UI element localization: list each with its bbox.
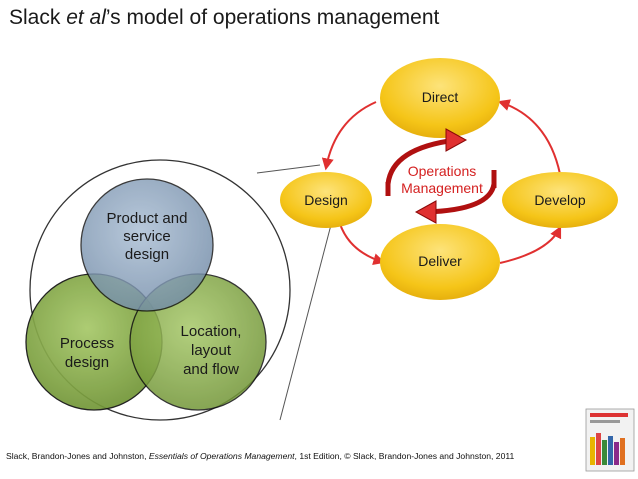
node-label-design: Design (304, 192, 348, 208)
center-arrow-top-head (445, 128, 468, 152)
connector-line-bottom (279, 220, 333, 421)
venn-enclosure (29, 159, 291, 421)
book-cover-image (585, 408, 635, 472)
arrow-deliver-to-develop (499, 225, 562, 264)
slide-title: Slack et al’s model of operations manage… (9, 6, 440, 29)
citation: Slack, Brandon-Jones and Johnston, Essen… (6, 451, 515, 461)
center-arrow-bottom-head (414, 200, 437, 224)
venn-label-product: Product and service design (106, 210, 188, 263)
node-design (280, 172, 372, 228)
venn-circle-product (80, 178, 214, 312)
node-label-direct: Direct (421, 89, 459, 105)
node-deliver (380, 224, 500, 300)
arrow-develop-to-direct (497, 99, 561, 175)
center-arrow-bottom (425, 183, 497, 215)
arrow-direct-to-design (321, 101, 377, 171)
venn-label-process: Process design (59, 335, 115, 371)
center-arrow-top (385, 137, 457, 185)
node-develop (502, 172, 618, 228)
node-label-deliver: Deliver (418, 253, 462, 269)
arrow-design-to-deliver (339, 223, 386, 265)
operations-management-label: Operations Management (401, 163, 483, 196)
node-label-develop: Develop (534, 192, 586, 208)
venn-label-location: Location, layout and flow (180, 323, 242, 378)
node-direct (380, 58, 500, 138)
connector-line-top (256, 164, 321, 174)
